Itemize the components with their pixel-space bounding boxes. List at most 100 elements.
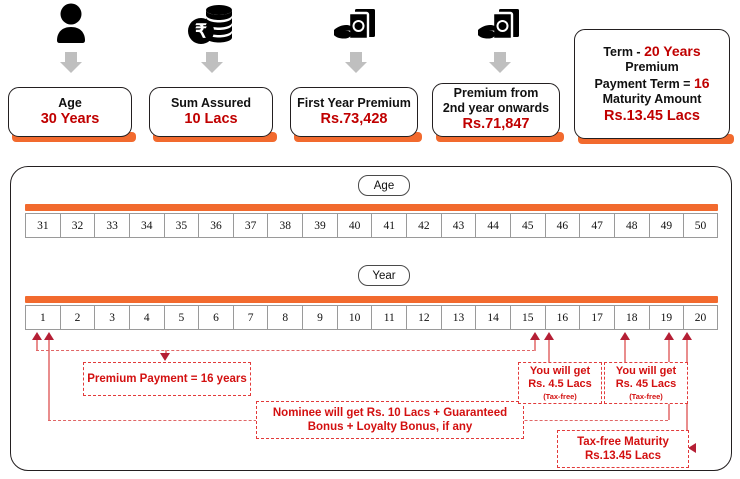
callout-nominee-line2: Bonus + Loyalty Bonus, if any: [307, 421, 473, 433]
year-cell: 14: [475, 305, 510, 330]
connector-line-year18-payout: [624, 340, 626, 363]
year-cell: 10: [336, 305, 372, 330]
age-cell: 41: [371, 213, 407, 238]
card-term-summary: Term - 20 Years Premium Payment Term = 1…: [574, 29, 730, 139]
year-cell: 17: [579, 305, 614, 330]
year-cell: 18: [613, 305, 649, 330]
connector-arrow-year20-nominee: [664, 332, 674, 340]
year-cell: 2: [59, 305, 95, 330]
year-pill-label: Year: [372, 269, 396, 282]
card-accent-term: [578, 134, 734, 144]
age-cell: 31: [25, 213, 60, 238]
callout-payout-year16: You will get Rs. 4.5 Lacs (Tax-free): [518, 362, 602, 404]
connector-line-year1-nominee: [48, 340, 50, 420]
age-cell: 34: [128, 213, 164, 238]
age-cell: 39: [302, 213, 337, 238]
year-cell: 13: [440, 305, 476, 330]
age-cell: 48: [613, 213, 649, 238]
term-line: Term - 20 Years: [603, 43, 700, 60]
card-age-label: Age: [58, 95, 82, 110]
connector-arrow-year18-payout: [620, 332, 630, 340]
callout-payout16-line1: You will get: [529, 364, 591, 377]
callout-payout18-line1: You will get: [615, 364, 677, 377]
year-row-accent-bar: [25, 296, 718, 303]
hand-cash-icon-recurring: [474, 4, 526, 46]
maturity-amount-value: Rs.13.45 Lacs: [604, 107, 700, 124]
card-recurring-premium-label-line2: 2nd year onwards: [442, 101, 550, 116]
card-first-premium-value: Rs.73,428: [320, 110, 388, 127]
premium-label: Premium: [625, 59, 679, 74]
connector-arrow-year1-premium: [32, 332, 42, 340]
year-cell: 19: [648, 305, 684, 330]
year-cell: 20: [683, 305, 718, 330]
age-cell: 50: [683, 213, 718, 238]
connector-arrow-into-premium-box: [160, 353, 170, 361]
card-sum-assured-value: 10 Lacs: [184, 110, 238, 127]
card-sum-assured-label: Sum Assured: [170, 95, 252, 110]
age-row-pill: Age: [358, 175, 410, 196]
connector-arrow-year1-nominee: [44, 332, 54, 340]
year-cell: 9: [302, 305, 337, 330]
age-cell: 35: [163, 213, 199, 238]
callout-payout-year18: You will get Rs. 45 Lacs (Tax-free): [604, 362, 688, 404]
callout-payout16-line2: Rs. 4.5 Lacs: [528, 378, 592, 391]
callout-payout16-note: (Tax-free): [543, 392, 577, 402]
year-cell: 4: [128, 305, 164, 330]
callout-nominee-line1: Nominee will get Rs. 10 Lacs + Guarantee…: [272, 406, 508, 419]
card-accent-recurring-premium: [436, 132, 564, 142]
callout-payout18-line2: Rs. 45 Lacs: [615, 378, 677, 391]
coin-stack-rupee-icon: ₹: [186, 4, 238, 46]
age-row-accent-bar: [25, 204, 718, 211]
age-pill-label: Age: [373, 179, 395, 192]
ppt-value: 16: [693, 75, 710, 92]
connector-line-year16-payout: [548, 340, 550, 363]
year-cell: 1: [25, 305, 60, 330]
year-cell: 8: [267, 305, 303, 330]
connector-arrow-year16-payout: [544, 332, 554, 340]
age-cell: 45: [509, 213, 545, 238]
age-cell: 42: [406, 213, 441, 238]
card-age-value: 30 Years: [40, 110, 100, 127]
year-cell: 12: [406, 305, 441, 330]
card-recurring-premium-value: Rs.71,847: [462, 116, 530, 133]
year-cell: 5: [163, 305, 199, 330]
person-icon: [47, 2, 95, 46]
age-cell: 43: [440, 213, 476, 238]
age-cell: 33: [94, 213, 129, 238]
card-first-premium-label: First Year Premium: [297, 95, 411, 110]
callout-maturity-line1: Tax-free Maturity: [577, 435, 669, 448]
term-label: Term -: [603, 44, 641, 59]
callout-payout18-note: (Tax-free): [629, 392, 663, 402]
age-cell: 49: [648, 213, 684, 238]
connector-line-year1-premium: [36, 340, 38, 350]
term-value: 20 Years: [644, 42, 701, 59]
card-accent-age: [12, 132, 136, 142]
year-cell: 3: [94, 305, 129, 330]
ppt-line: Payment Term = 16: [594, 75, 709, 92]
age-cell: 40: [336, 213, 372, 238]
connector-bracket-premium-payment: [36, 350, 535, 351]
ppt-label: Payment Term =: [594, 77, 691, 92]
card-recurring-premium: Premium from 2nd year onwards Rs.71,847: [432, 83, 560, 137]
age-cell: 36: [198, 213, 233, 238]
callout-premium-payment-text: Premium Payment = 16 years: [87, 372, 247, 385]
card-accent-first-premium: [294, 132, 422, 142]
year-cell: 15: [509, 305, 545, 330]
year-cell: 11: [371, 305, 407, 330]
year-row-pill: Year: [358, 265, 410, 286]
callout-maturity: Tax-free Maturity Rs.13.45 Lacs: [557, 430, 689, 468]
maturity-amount-label: Maturity Amount: [602, 92, 702, 107]
connector-arrow-into-maturity-box: [688, 443, 696, 453]
callout-maturity-line2: Rs.13.45 Lacs: [584, 450, 662, 462]
svg-text:₹: ₹: [195, 22, 207, 43]
card-accent-sum-assured: [153, 132, 277, 142]
card-first-year-premium: First Year Premium Rs.73,428: [290, 87, 418, 137]
callout-premium-payment: Premium Payment = 16 years: [83, 362, 251, 396]
age-row: 31 32 33 34 35 36 37 38 39 40 41 42 43 4…: [25, 213, 718, 238]
age-cell: 44: [475, 213, 510, 238]
age-cell: 46: [544, 213, 580, 238]
card-recurring-premium-label-line1: Premium from: [453, 85, 539, 100]
age-cell: 38: [267, 213, 303, 238]
card-age: Age 30 Years: [8, 87, 132, 137]
